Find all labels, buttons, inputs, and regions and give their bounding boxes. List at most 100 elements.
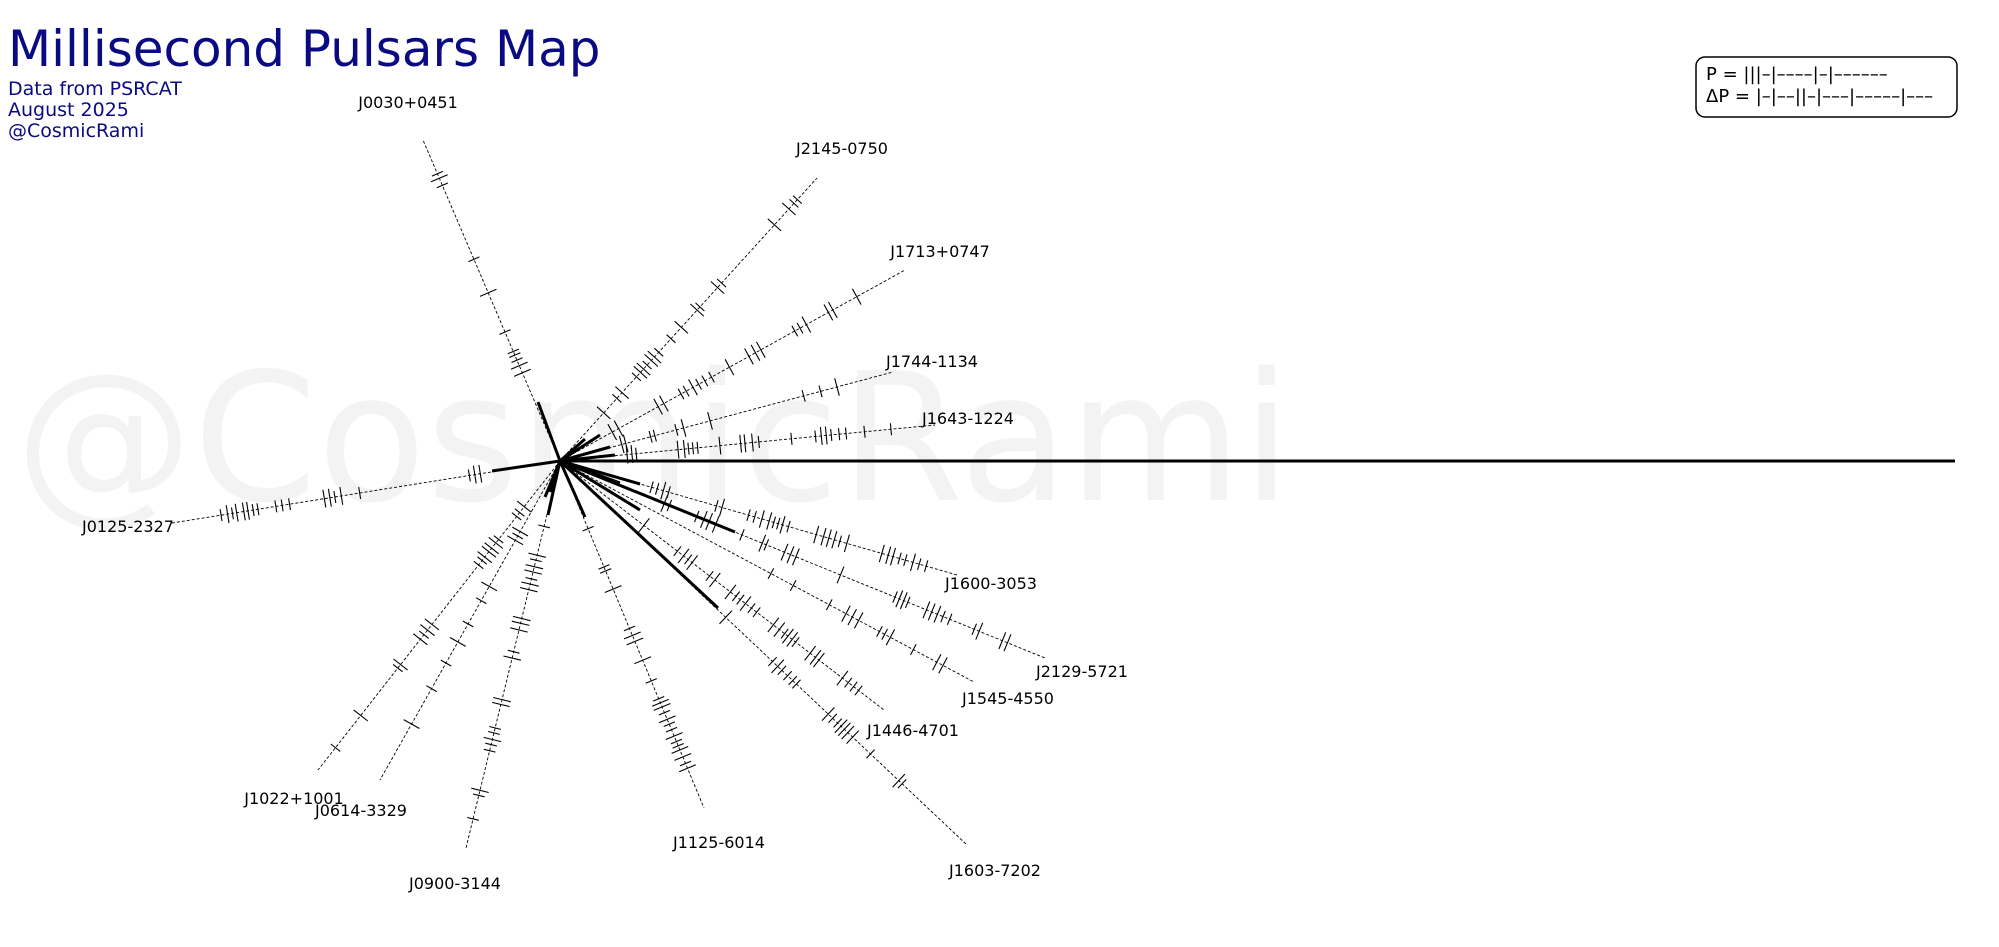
ray-tick xyxy=(487,730,500,735)
ray-tick xyxy=(653,702,671,711)
ray-tick xyxy=(511,357,523,364)
ray-tick xyxy=(854,685,863,696)
ray-tick xyxy=(512,615,531,622)
ray-tick xyxy=(819,426,823,445)
ray-baseline xyxy=(559,460,958,576)
ray-tick xyxy=(897,552,902,565)
ray-tick xyxy=(1003,634,1012,652)
ray-tick xyxy=(881,628,888,640)
ray-tick xyxy=(686,555,699,571)
ray-tick xyxy=(607,423,618,441)
ray-tick xyxy=(684,554,693,565)
ray-tick xyxy=(818,385,823,398)
ray-tick xyxy=(804,645,817,661)
ray-baseline xyxy=(422,139,561,462)
ray-tick xyxy=(791,679,801,689)
ray-tick xyxy=(234,503,239,522)
ray-tick xyxy=(801,316,812,333)
ray-tick xyxy=(241,502,246,521)
ray-tick xyxy=(892,773,906,788)
ray-tick xyxy=(876,625,883,638)
ray-tick xyxy=(831,530,838,549)
pulsar-ray-j1446-4701 xyxy=(559,459,885,711)
ray-tick xyxy=(612,393,622,403)
ray-tick xyxy=(637,517,650,533)
ray-tick xyxy=(488,536,504,549)
ray-tick xyxy=(649,481,654,494)
ray-tick xyxy=(333,490,337,503)
ray-tick xyxy=(825,529,832,547)
ray-tick xyxy=(844,677,853,688)
ray-tick xyxy=(708,572,721,588)
ray-baseline xyxy=(559,177,818,462)
ray-tick xyxy=(782,670,793,681)
pulsar-ray-j1022+1001 xyxy=(317,460,562,771)
ray-tick xyxy=(485,742,498,747)
ray-tick xyxy=(477,551,493,564)
ray-tick xyxy=(644,353,659,367)
ray-tick xyxy=(791,636,800,648)
ray-tick xyxy=(484,542,500,555)
ray-tick xyxy=(420,624,435,637)
ray-tick xyxy=(718,498,726,517)
ray-tick xyxy=(604,585,622,594)
ray-tick xyxy=(739,596,752,612)
ray-baseline xyxy=(559,460,975,683)
ray-tick xyxy=(779,516,786,534)
ray-tick xyxy=(524,569,542,575)
pulsar-label-j2129-5721: J2129-5721 xyxy=(1035,662,1128,681)
ray-tick xyxy=(971,623,978,636)
ray-tick xyxy=(747,603,756,614)
pulsar-label-j2145-0750: J2145-0750 xyxy=(795,139,888,158)
ray-tick xyxy=(528,552,547,558)
ray-tick xyxy=(766,512,773,530)
ray-tick xyxy=(758,534,767,552)
ray-tick xyxy=(645,678,658,684)
pulsar-ray-j0900-3144 xyxy=(465,460,562,849)
ray-tick xyxy=(538,524,551,529)
ray-tick xyxy=(472,465,477,484)
ray-tick xyxy=(412,633,428,646)
ray-tick xyxy=(625,445,629,464)
ray-tick xyxy=(618,435,625,454)
ray-tick xyxy=(837,535,843,548)
ray-tick xyxy=(521,581,539,587)
ray-solid-segment xyxy=(559,459,641,512)
ray-tick xyxy=(837,722,851,737)
pulsar-label-j1446-4701: J1446-4701 xyxy=(866,721,959,740)
pulsar-ray-j0030+0451 xyxy=(422,139,562,462)
subtitle-author: @CosmicRami xyxy=(8,120,144,142)
ray-tick xyxy=(516,500,532,513)
ray-tick xyxy=(917,558,922,571)
ray-tick xyxy=(634,656,652,665)
ray-tick xyxy=(791,325,799,337)
ray-tick xyxy=(834,719,848,734)
ray-tick xyxy=(830,428,833,441)
ray-tick xyxy=(752,607,761,618)
ray-tick xyxy=(910,644,917,656)
ray-tick xyxy=(623,631,641,640)
ray-tick xyxy=(834,378,840,396)
ray-tick xyxy=(851,288,862,305)
pulsar-ray-j1125-6014 xyxy=(558,460,705,809)
ray-solid-segment xyxy=(558,460,587,518)
ray-tick xyxy=(903,554,908,567)
ray-tick xyxy=(757,435,760,448)
subtitle-date: August 2025 xyxy=(8,99,129,121)
ray-tick xyxy=(653,398,663,415)
ray-tick xyxy=(853,612,864,629)
ray-tick xyxy=(426,685,438,693)
ray-tick xyxy=(665,726,678,733)
ray-tick xyxy=(865,749,876,759)
ray-tick xyxy=(828,713,838,723)
ray-tick xyxy=(479,288,497,297)
ray-tick xyxy=(392,663,403,673)
ray-tick xyxy=(493,535,504,544)
ray-tick xyxy=(724,584,737,600)
ray-tick xyxy=(449,637,466,647)
ray-tick xyxy=(773,622,786,638)
pulsar-label-j0030+0451: J0030+0451 xyxy=(357,93,458,112)
pulsar-label-j0900-3144: J0900-3144 xyxy=(408,874,501,893)
ray-tick xyxy=(660,481,667,500)
pulsar-label-j1643-1224: J1643-1224 xyxy=(921,409,1014,428)
